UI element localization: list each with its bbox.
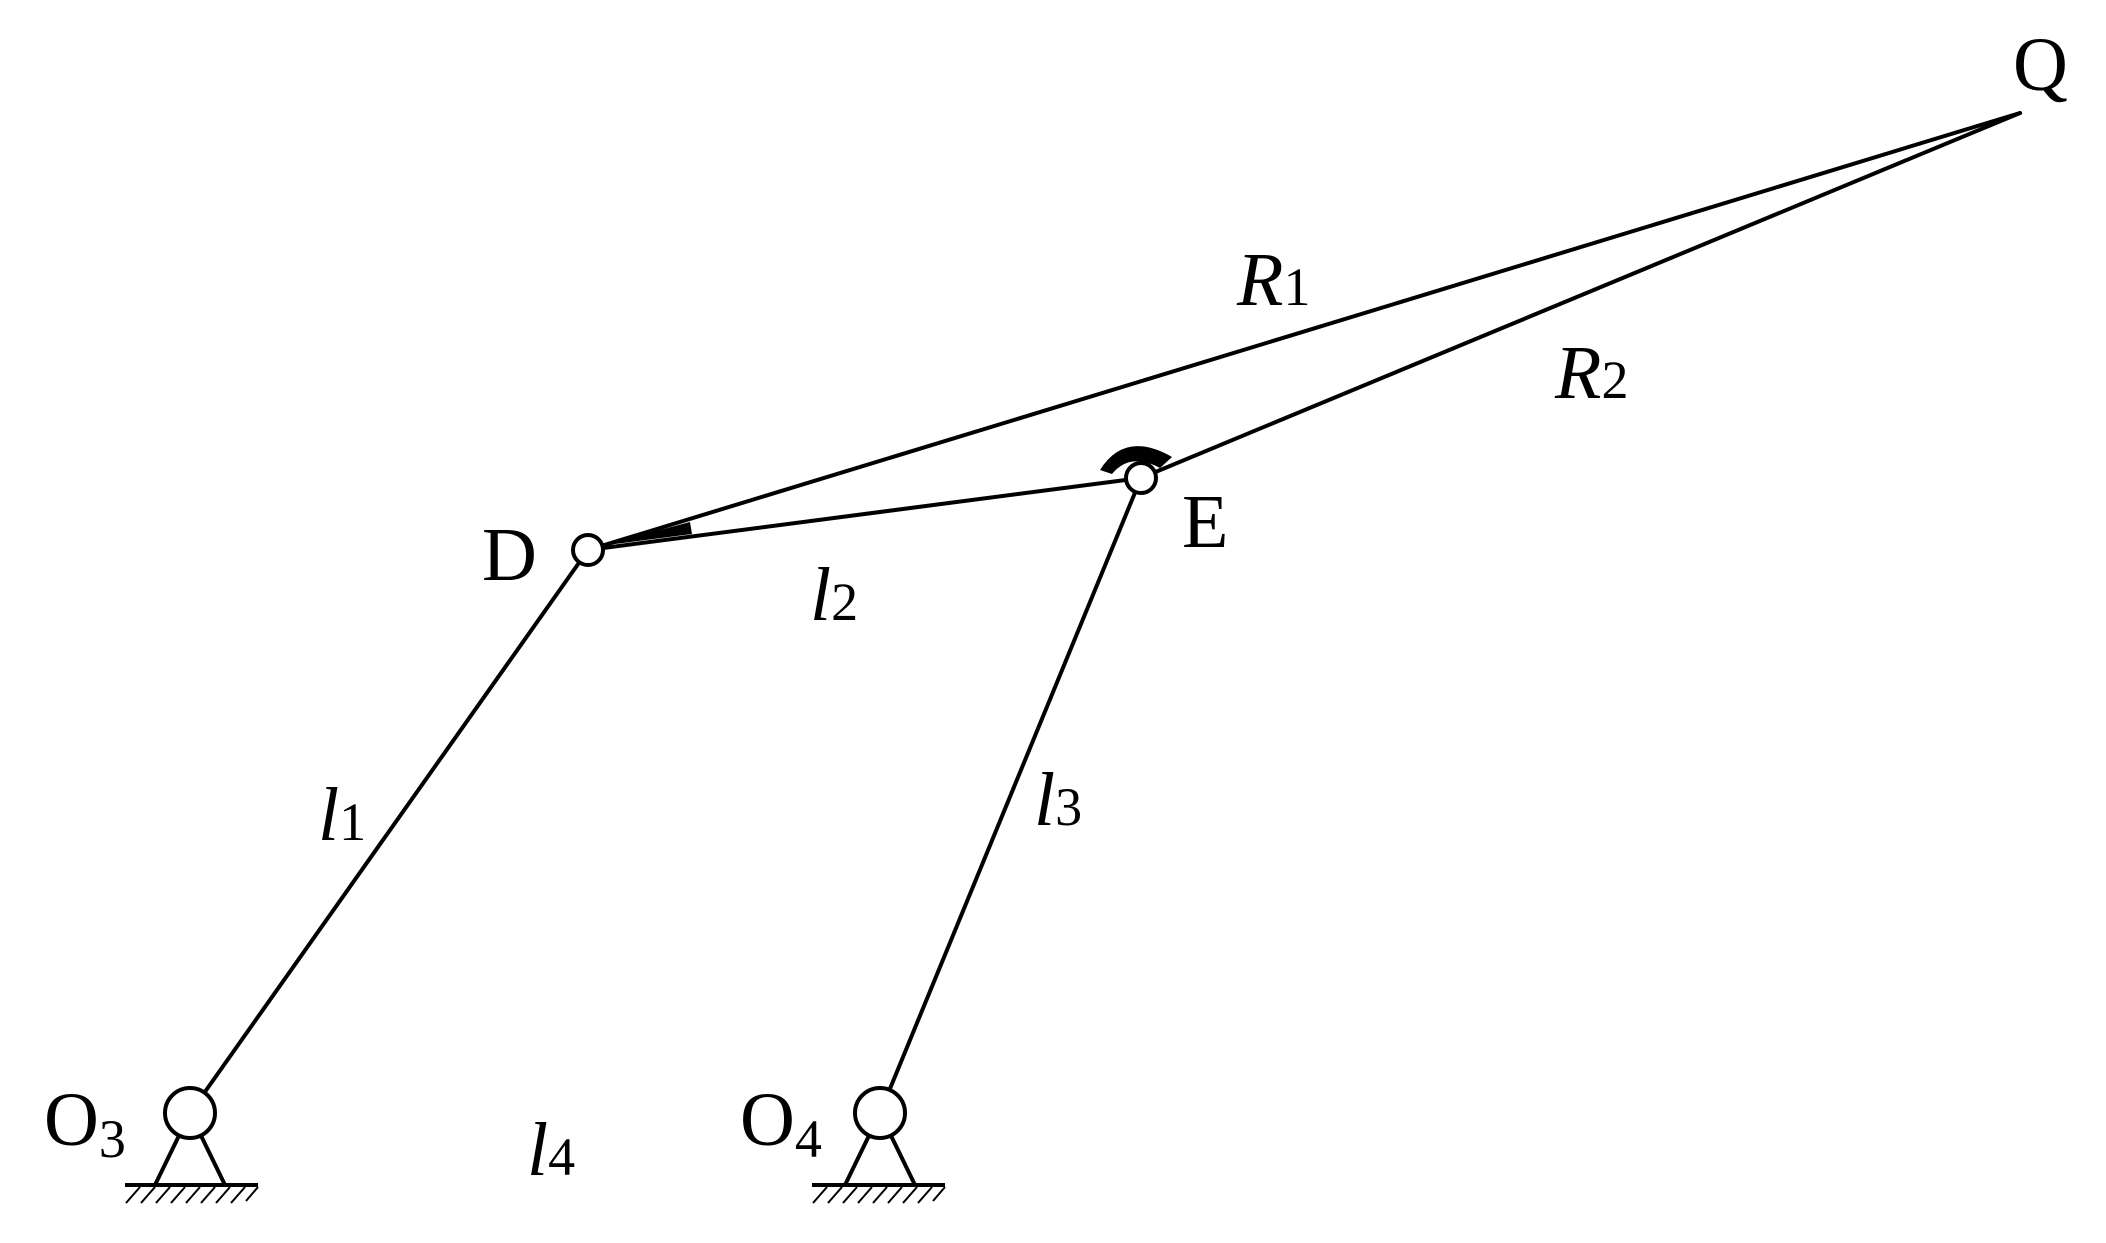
ground-support-o4 <box>812 1111 946 1204</box>
weld-mark-e <box>1100 446 1172 474</box>
label-l4: l4 <box>527 1108 575 1192</box>
link-l1 <box>188 548 590 1115</box>
label-l1: l1 <box>318 773 366 857</box>
joint-d <box>571 533 605 567</box>
link-l2 <box>586 476 1143 552</box>
label-l2: l2 <box>810 553 858 637</box>
label-r1: R1 <box>1236 238 1310 322</box>
label-o3: O3 <box>44 1078 126 1169</box>
weld-mark-d <box>600 522 692 546</box>
ground-support-o3 <box>125 1111 259 1204</box>
label-d: D <box>482 513 537 597</box>
label-l3: l3 <box>1034 758 1082 842</box>
label-r2: R2 <box>1554 331 1628 415</box>
link-r1 <box>586 111 2022 552</box>
label-e: E <box>1182 480 1228 564</box>
joint-o3 <box>163 1086 217 1140</box>
joint-e <box>1124 461 1158 495</box>
label-o4: O4 <box>740 1078 822 1169</box>
label-q: Q <box>2013 23 2068 107</box>
joint-o4 <box>853 1086 907 1140</box>
link-r2 <box>1139 111 2022 480</box>
link-l3 <box>878 476 1143 1115</box>
